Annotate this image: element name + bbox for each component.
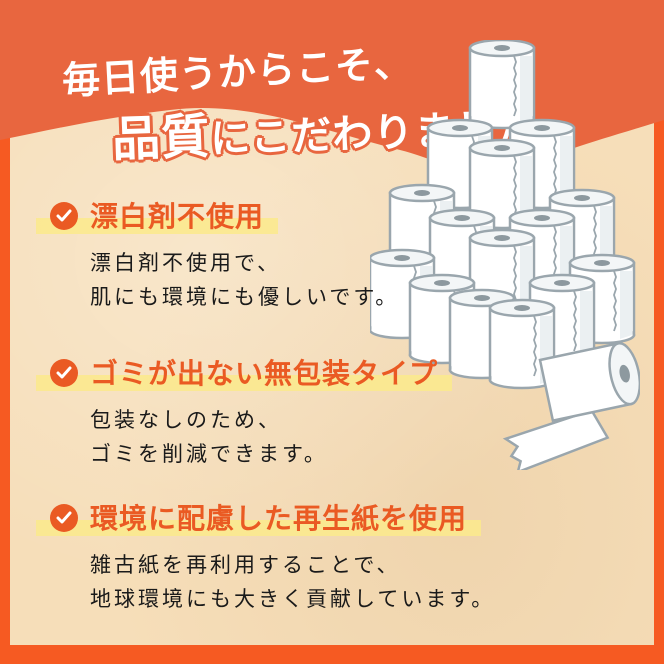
toilet-paper-rolls-icon xyxy=(370,40,640,470)
highlight-marker xyxy=(36,375,453,391)
feature-description-line: ゴミを削減できます。 xyxy=(90,442,328,466)
check-circle-icon xyxy=(50,202,78,230)
feature-description: 包装なしのため、 ゴミを削減できます。 xyxy=(90,403,452,471)
feature-description-line: 漂白剤不使用で、 xyxy=(90,251,282,275)
feature-title: ゴミが出ない無包装タイプ xyxy=(90,357,439,390)
feature-title: 漂白剤不使用 xyxy=(90,200,265,233)
feature-description-line: 雑古紙を再利用することで、 xyxy=(90,553,401,577)
feature-item: 環境に配慮した再生紙を使用 雑古紙を再利用することで、 地球環境にも大きく貢献し… xyxy=(36,500,495,616)
highlight-marker xyxy=(36,520,482,536)
headline-emphasis: 品質 xyxy=(111,108,212,168)
feature-item: 漂白剤不使用 漂白剤不使用で、 肌にも環境にも優しいです。 xyxy=(36,198,399,314)
feature-description-line: 地球環境にも大きく貢献しています。 xyxy=(90,587,496,611)
feature-description-line: 肌にも環境にも優しいです。 xyxy=(90,285,400,309)
highlight-marker xyxy=(36,218,279,234)
feature-description: 雑古紙を再利用することで、 地球環境にも大きく貢献しています。 xyxy=(90,548,495,616)
feature-description-line: 包装なしのため、 xyxy=(90,408,282,432)
feature-title: 環境に配慮した再生紙を使用 xyxy=(90,502,468,535)
feature-description: 漂白剤不使用で、 肌にも環境にも優しいです。 xyxy=(90,246,399,314)
feature-heading: 環境に配慮した再生紙を使用 xyxy=(36,500,482,538)
feature-heading: 漂白剤不使用 xyxy=(36,198,279,236)
feature-heading: ゴミが出ない無包装タイプ xyxy=(36,355,453,393)
feature-item: ゴミが出ない無包装タイプ 包装なしのため、 ゴミを削減できます。 xyxy=(36,355,453,471)
check-circle-icon xyxy=(50,504,78,532)
check-circle-icon xyxy=(50,359,78,387)
